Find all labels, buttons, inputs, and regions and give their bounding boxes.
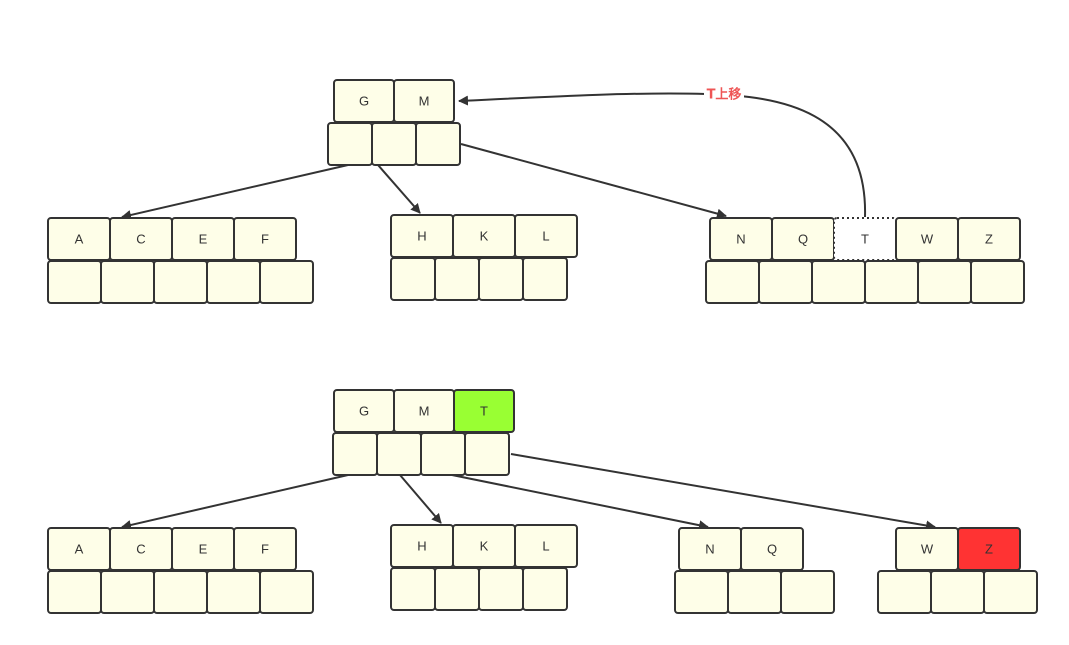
key-label: F: [261, 542, 269, 557]
pointer-cell: [259, 260, 314, 304]
key-label: W: [921, 232, 934, 247]
key-label: G: [359, 94, 369, 109]
pointer-cell: [930, 570, 985, 614]
promote-annotation: T上移: [707, 87, 742, 103]
key-label: Z: [985, 232, 993, 247]
pointer-cell: [478, 567, 524, 611]
key-label: Q: [798, 232, 808, 247]
pointer-cell: [970, 260, 1025, 304]
pointer-cell: [47, 260, 102, 304]
key-label: Q: [767, 542, 777, 557]
pointer-cell: [420, 432, 466, 476]
pointer-cell: [376, 432, 422, 476]
key-label: F: [261, 232, 269, 247]
pointer-cell: [415, 122, 461, 166]
pointer-cell: [522, 257, 568, 301]
key-label: H: [417, 229, 426, 244]
key-label: M: [419, 94, 430, 109]
pointer-cell: [332, 432, 378, 476]
pointer-cell: [434, 257, 480, 301]
pointer-cell: [877, 570, 932, 614]
pointer-cell: [153, 260, 208, 304]
key-label: E: [199, 232, 208, 247]
key-label: L: [542, 229, 549, 244]
key-label: Z: [985, 542, 993, 557]
pointer-cell: [259, 570, 314, 614]
pointer-cell: [327, 122, 373, 166]
edges-layer: [121, 92, 936, 531]
pointer-cell: [478, 257, 524, 301]
key-label: T: [861, 232, 869, 247]
edge-before-root-to-child-1: [121, 164, 349, 220]
pointer-cell: [153, 570, 208, 614]
pointer-cell: [371, 122, 417, 166]
pointer-cell: [390, 567, 436, 611]
pointer-cell: [811, 260, 866, 304]
pointer-cell: [390, 257, 436, 301]
annotations-layer: T上移: [704, 86, 744, 104]
pointer-cell: [100, 260, 155, 304]
key-label: E: [199, 542, 208, 557]
edge-before-root-to-child-2: [377, 164, 421, 214]
key-label: N: [705, 542, 714, 557]
pointer-cell: [917, 260, 972, 304]
pointer-cell: [983, 570, 1038, 614]
key-label: H: [417, 539, 426, 554]
edge-after-root-to-child-2: [399, 474, 442, 524]
key-cell: [833, 217, 897, 261]
edge-before-root-to-child-3: [460, 143, 727, 219]
key-label: L: [542, 539, 549, 554]
key-label: A: [75, 542, 84, 557]
key-label: C: [136, 232, 145, 247]
pointer-cell: [758, 260, 813, 304]
key-label: W: [921, 542, 934, 557]
pointer-cell: [206, 570, 261, 614]
edge-after-root-to-child-1: [121, 474, 349, 530]
key-label: K: [480, 229, 489, 244]
pointer-cell: [464, 432, 510, 476]
pointer-cell: [522, 567, 568, 611]
key-label: N: [736, 232, 745, 247]
pointer-cell: [780, 570, 835, 614]
key-label: T: [480, 404, 488, 419]
pointer-cell: [206, 260, 261, 304]
key-label: A: [75, 232, 84, 247]
key-label: G: [359, 404, 369, 419]
edge-after-root-to-child-3: [451, 474, 709, 531]
edge-after-root-to-child-4: [510, 453, 936, 531]
pointer-cell: [864, 260, 919, 304]
annotation-background: [704, 86, 744, 104]
pointer-cell: [100, 570, 155, 614]
pointer-cell: [47, 570, 102, 614]
key-label: C: [136, 542, 145, 557]
pointer-cell: [727, 570, 782, 614]
key-label: M: [419, 404, 430, 419]
key-label: K: [480, 539, 489, 554]
pointer-cell: [705, 260, 760, 304]
pointer-cell: [674, 570, 729, 614]
pointer-cell: [434, 567, 480, 611]
